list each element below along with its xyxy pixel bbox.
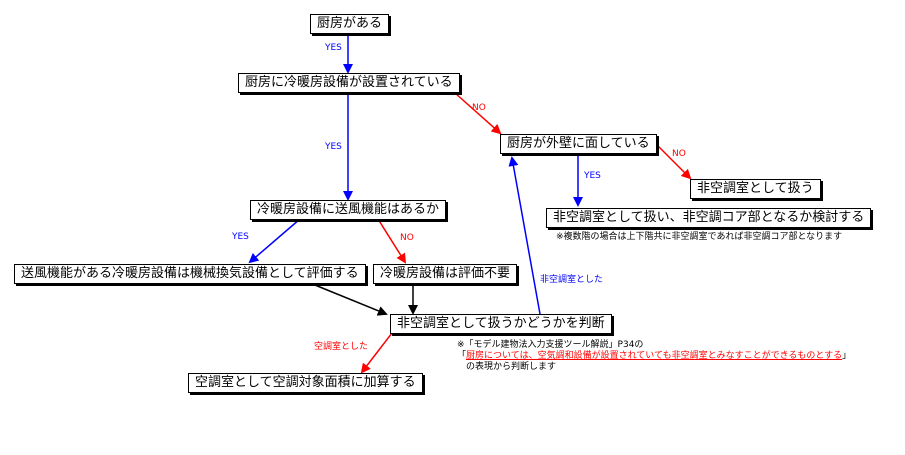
arrow-mechvent-to-decide <box>309 282 388 316</box>
arrow-ventilation-to-noeval <box>377 218 407 264</box>
node-hvac-installed: 厨房に冷暖房設備が設置されている <box>238 73 460 93</box>
node-faces-outside: 厨房が外壁に面している <box>500 134 657 154</box>
note-reference-line2: 「厨房については、空気調和設備が設置されていても非空調室とみなすことができるもの… <box>457 351 851 362</box>
note-multi-floor: ※複数階の場合は上下階共に非空調室であれば非空調コア部となります <box>556 232 843 242</box>
arrow-faces-to-treat <box>657 145 692 180</box>
node-treat-non-conditioned: 非空調室として扱う <box>690 179 821 199</box>
arrow-ventilation-to-mechvent <box>248 218 301 264</box>
label-as-conditioned: 空調室とした <box>314 342 369 352</box>
note-reference: ※「モデル建物法入力支援ツール解説」P34の 「厨房については、空気調和設備が設… <box>457 340 851 373</box>
quoted-definition: 厨房については、空気調和設備が設置されていても非空調室とみなすことができるものと… <box>466 351 843 361</box>
quote-open: 「 <box>457 351 467 361</box>
label-no-1: NO <box>472 103 486 113</box>
arrow-hvac-to-faces-outside <box>454 92 502 135</box>
label-no-2: NO <box>672 149 686 159</box>
node-evaluate-mech-vent: 送風機能がある冷暖房設備は機械換気設備として評価する <box>14 264 366 284</box>
arrow-decide-to-area <box>360 332 393 374</box>
node-has-ventilation: 冷暖房設備に送風機能はあるか <box>250 200 447 220</box>
note-reference-line1: ※「モデル建物法入力支援ツール解説」P34の <box>457 340 644 350</box>
label-no-3: NO <box>400 233 414 243</box>
node-no-evaluation: 冷暖房設備は評価不要 <box>373 264 518 284</box>
node-consider-core: 非空調室として扱い、非空調コア部となるか検討する <box>546 208 872 228</box>
label-yes-3: YES <box>584 171 601 181</box>
node-decide-non-conditioned: 非空調室として扱うかどうかを判断 <box>390 314 612 334</box>
label-yes-1: YES <box>325 43 342 53</box>
node-kitchen-exists: 厨房がある <box>310 14 390 34</box>
arrow-decide-to-faces <box>508 156 541 315</box>
label-yes-2: YES <box>325 142 342 152</box>
label-as-non-conditioned: 非空調室とした <box>540 275 604 285</box>
node-add-to-area: 空調室として空調対象面積に加算する <box>188 373 423 393</box>
label-yes-4: YES <box>232 232 249 242</box>
note-reference-line3: の表現から判断します <box>466 362 557 372</box>
quote-close: 」 <box>842 351 852 361</box>
